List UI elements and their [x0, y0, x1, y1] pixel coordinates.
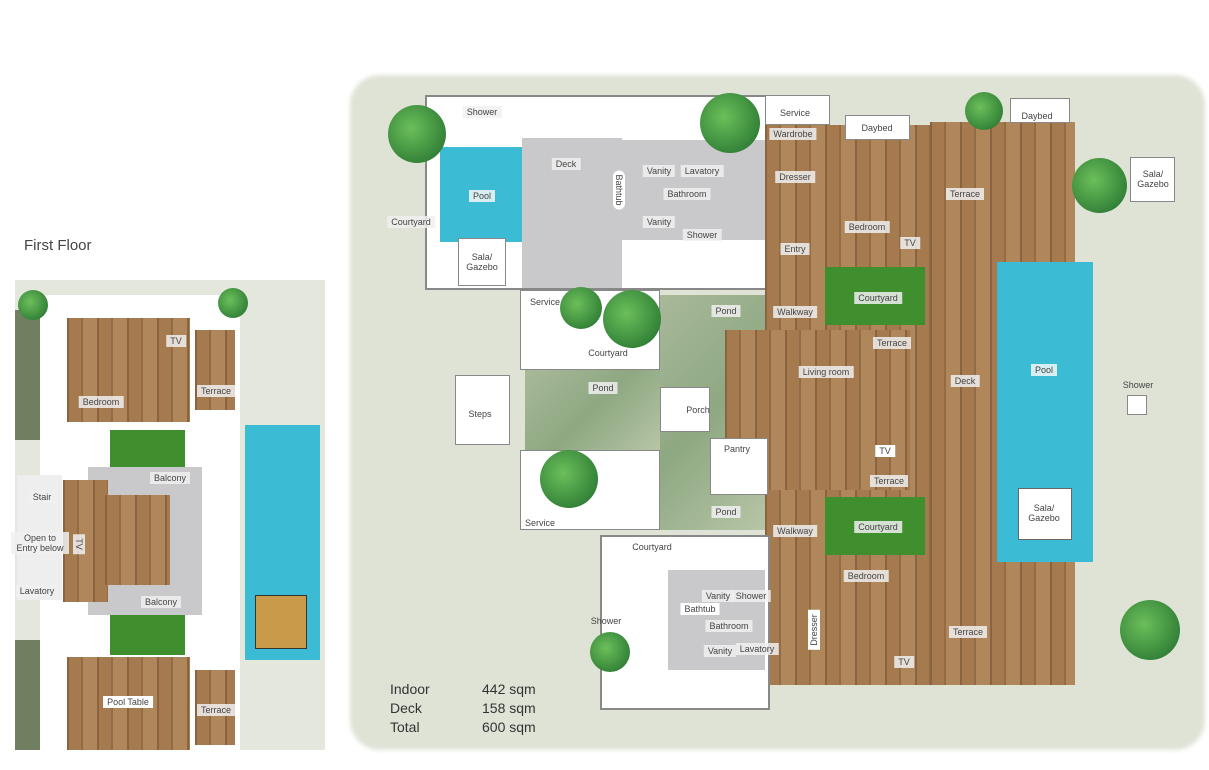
room-label: Balcony [140, 596, 182, 608]
room-label: Stair [28, 491, 56, 503]
room-label: Pool Table [103, 696, 153, 708]
room-label: Bedroom [78, 396, 124, 408]
room-label: Service [779, 108, 811, 118]
room-label: Deck [950, 375, 980, 387]
room-label: Bathroom [705, 620, 753, 632]
room-label: Courtyard [854, 521, 902, 533]
room-label: Terrace [948, 626, 988, 638]
room-label: Shower [1122, 380, 1154, 390]
room-label: Entry [780, 243, 810, 255]
room-label: Vanity [703, 645, 737, 657]
room-label: Sala/ Gazebo [466, 252, 498, 272]
room-label: Lavatory [15, 585, 59, 597]
room-label: TV [894, 656, 914, 668]
room-label: Bathroom [663, 188, 711, 200]
room-label: TV [900, 237, 920, 249]
room-label: Daybed [1021, 111, 1053, 121]
room-label: Pool [468, 190, 496, 202]
room-label: Wardrobe [769, 128, 817, 140]
room-label: Bedroom [844, 221, 890, 233]
room-label: Steps [468, 409, 492, 419]
room-label: Courtyard [854, 292, 902, 304]
room-label: Lavatory [680, 165, 724, 177]
room-label: Pantry [723, 444, 751, 454]
room-label: Pond [711, 305, 741, 317]
room-label: Courtyard [588, 348, 628, 358]
room-label: Living room [798, 366, 854, 378]
room-label: Vanity [642, 165, 676, 177]
room-label: Terrace [945, 188, 985, 200]
room-label: TV [73, 534, 85, 554]
room-label: Dresser [775, 171, 815, 183]
room-label: Porch [686, 405, 710, 415]
room-label: Shower [731, 590, 771, 602]
room-label: Shower [590, 616, 622, 626]
room-label: Terrace [872, 337, 912, 349]
room-label: Shower [462, 106, 502, 118]
room-label: Balcony [149, 472, 191, 484]
room-label: Shower [682, 229, 722, 241]
room-label: Sala/ Gazebo [1137, 169, 1169, 189]
room-label: Walkway [773, 525, 817, 537]
room-label: Courtyard [632, 542, 672, 552]
room-label: Open to Entry below [11, 532, 69, 554]
room-label: Daybed [861, 123, 893, 133]
room-label: Vanity [642, 216, 676, 228]
room-label: Terrace [196, 704, 236, 716]
room-label: Pond [588, 382, 618, 394]
room-label: Lavatory [735, 643, 779, 655]
room-label: Dresser [808, 610, 820, 650]
room-label: Bathtub [613, 170, 625, 210]
room-label: TV [166, 335, 186, 347]
room-label: Pool [1030, 364, 1058, 376]
room-label: Service [529, 297, 561, 307]
first-floor-title: First Floor [24, 237, 92, 254]
room-label: Terrace [196, 385, 236, 397]
room-label: Terrace [869, 475, 909, 487]
room-label: Sala/ Gazebo [1028, 503, 1060, 523]
room-label: TV [875, 445, 895, 457]
room-label: Vanity [701, 590, 735, 602]
room-label: Courtyard [387, 216, 435, 228]
room-label: Service [524, 518, 556, 528]
room-label: Pond [711, 506, 741, 518]
room-label: Bathtub [680, 603, 720, 615]
room-label: Bedroom [843, 570, 889, 582]
room-label: Walkway [773, 306, 817, 318]
room-label: Deck [551, 158, 581, 170]
